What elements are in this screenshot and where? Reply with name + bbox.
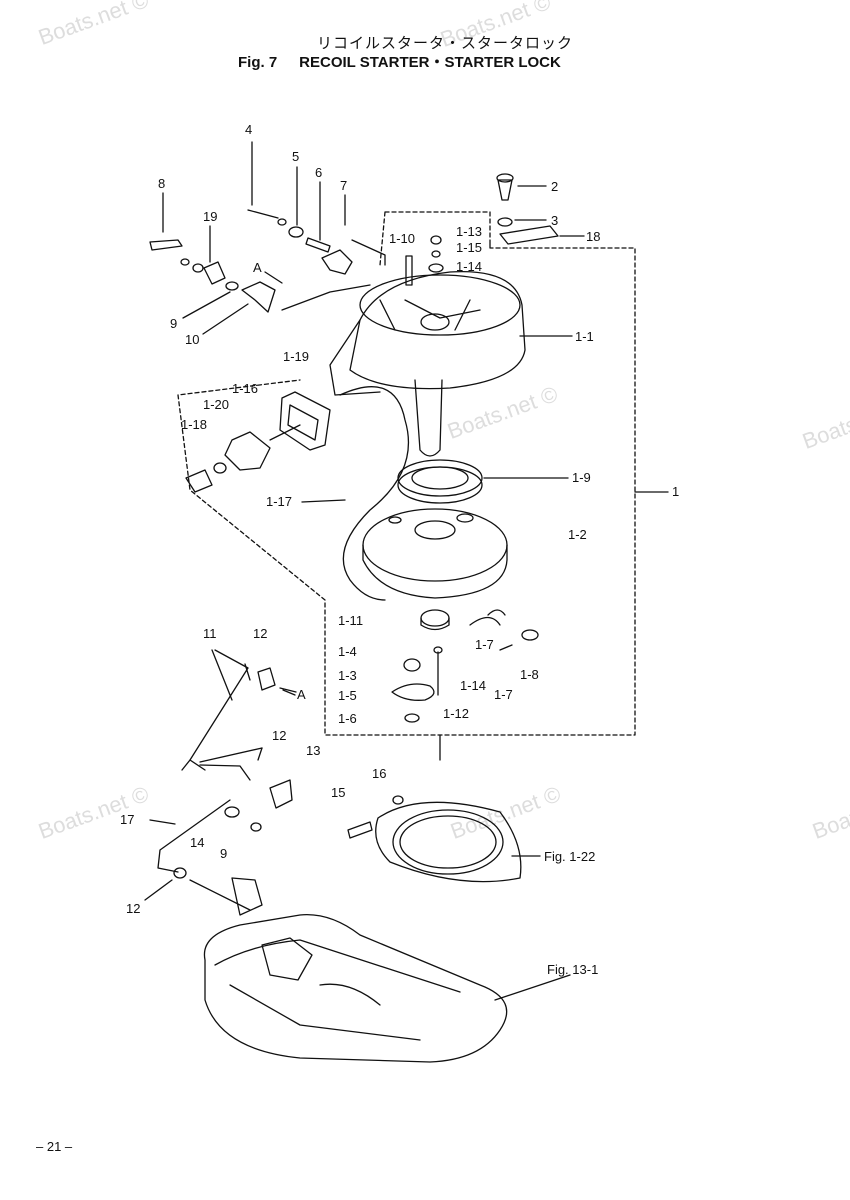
starter-rope [339, 386, 409, 601]
starter-lock-linkage [144, 649, 297, 911]
leader [182, 291, 231, 319]
callout-1-17: 1-17 [266, 494, 293, 509]
starter-case [329, 270, 526, 457]
callout-fig-1-22: Fig. 1-22 [544, 849, 596, 864]
callout-4: 4 [245, 122, 253, 137]
callout-2: 2 [551, 179, 559, 194]
callout-14: 14 [190, 835, 205, 850]
callout-13: 13 [306, 743, 321, 758]
figure-title-english: RECOIL STARTER・STARTER LOCK [299, 54, 561, 71]
flywheel-cover-flange [347, 795, 541, 883]
callout-1: 1 [672, 484, 680, 499]
callout-a-lower: A [297, 687, 306, 702]
callout-1-18: 1-18 [181, 417, 208, 432]
callout-12-top: 12 [253, 626, 268, 641]
callout-1-5: 1-5 [338, 688, 357, 703]
callout-3: 3 [551, 213, 559, 228]
arrow-a-upper [264, 271, 283, 284]
callout-11: 11 [203, 626, 217, 641]
callout-7: 7 [340, 178, 348, 193]
callout-1-14-lower: 1-14 [460, 678, 487, 693]
callout-1-11: 1-11 [338, 613, 364, 628]
callout-18: 18 [586, 229, 601, 244]
callout-1-20: 1-20 [203, 397, 230, 412]
callout-5: 5 [292, 149, 300, 164]
callout-1-15: 1-15 [456, 240, 483, 255]
callout-10: 10 [185, 332, 200, 347]
callout-fig-13-1: Fig. 13-1 [547, 962, 599, 977]
callout-1-2: 1-2 [568, 527, 587, 542]
callout-16: 16 [372, 766, 387, 781]
page-number: – 21 – [36, 1139, 73, 1154]
bracket-fasteners [149, 209, 386, 313]
figure-title: Fig. 7 RECOIL STARTER・STARTER LOCK [238, 51, 561, 72]
callout-1-12: 1-12 [443, 706, 470, 721]
callout-1-16: 1-16 [232, 381, 259, 396]
callout-1-14-upper: 1-14 [456, 259, 483, 274]
callout-17: 17 [120, 812, 135, 827]
callout-1-6: 1-6 [338, 711, 357, 726]
starter-handle-assembly [185, 391, 331, 493]
callout-8: 8 [158, 176, 166, 191]
callout-15: 15 [331, 785, 346, 800]
bottom-cowling [203, 877, 571, 1063]
callout-1-13: 1-13 [456, 224, 483, 239]
starter-pulley [362, 508, 508, 599]
leader-1-17 [301, 499, 346, 503]
callout-1-1: 1-1 [575, 329, 594, 344]
arrow-a-lower [282, 689, 296, 696]
starter-lock-fasteners [405, 173, 559, 286]
callout-6: 6 [315, 165, 323, 180]
callout-1-10: 1-10 [389, 231, 416, 246]
callout-19: 19 [203, 209, 218, 224]
callout-1-19: 1-19 [283, 349, 310, 364]
callout-1-3: 1-3 [338, 668, 357, 683]
callout-12-bottom: 12 [126, 901, 141, 916]
ratchet-parts [391, 609, 539, 761]
callout-1-4: 1-4 [338, 644, 357, 659]
figure-number: Fig. 7 [238, 54, 278, 71]
callout-1-9: 1-9 [572, 470, 591, 485]
callout-9-lower: 9 [220, 846, 228, 861]
figure-title-japanese: リコイルスタータ・スタータロック [316, 34, 573, 52]
callout-1-8: 1-8 [520, 667, 539, 682]
callout-9: 9 [170, 316, 178, 331]
callout-1-7-lower: 1-7 [494, 687, 513, 702]
callout-a-upper: A [253, 260, 262, 275]
callout-12-middle: 12 [272, 728, 287, 743]
callout-1-7-upper: 1-7 [475, 637, 494, 652]
recoil-reel [397, 459, 483, 504]
assembly-1-boundary [177, 211, 636, 736]
leader [202, 303, 249, 335]
